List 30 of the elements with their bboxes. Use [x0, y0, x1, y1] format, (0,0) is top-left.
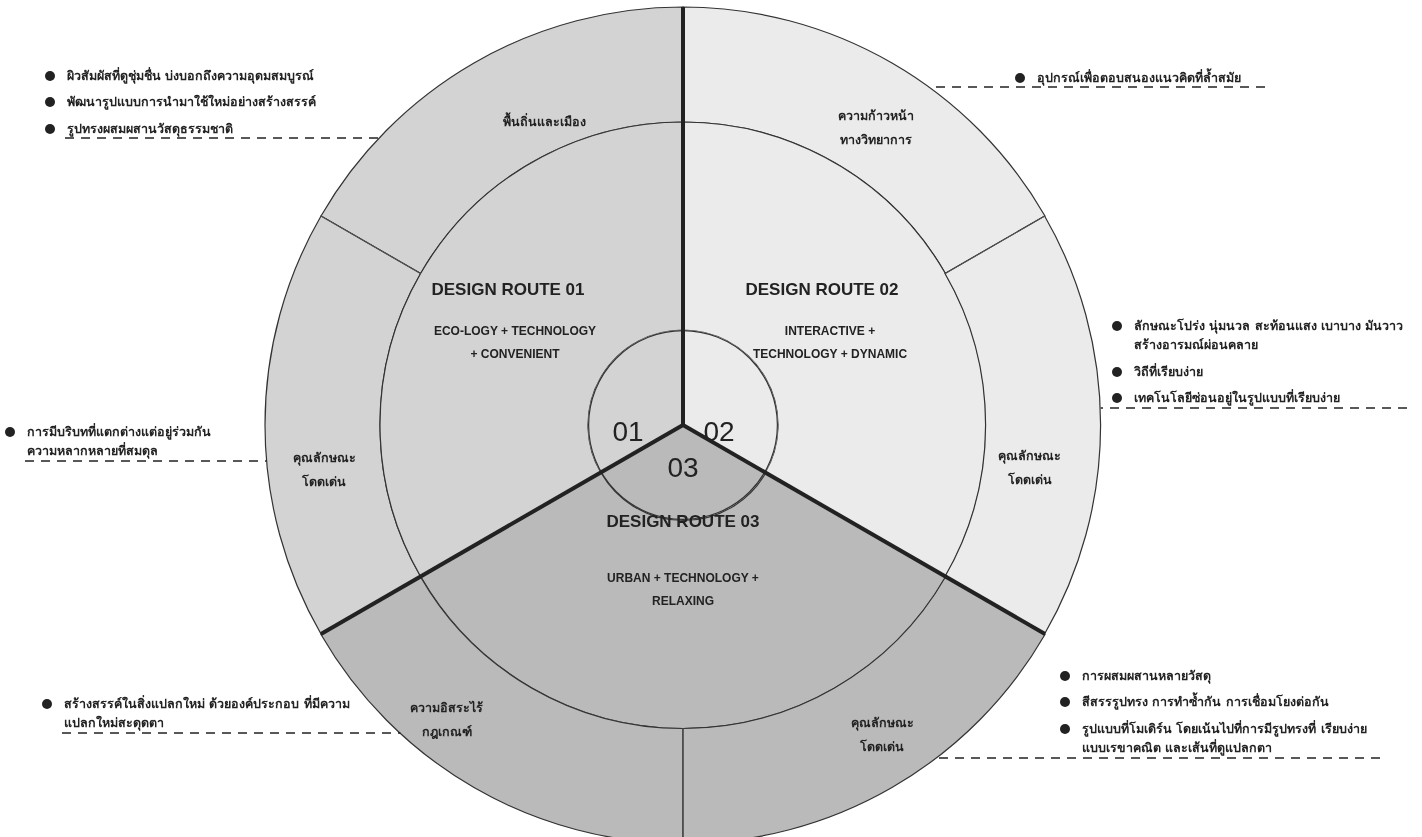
bullet-text: วิถีที่เรียบง่าย — [1134, 362, 1203, 381]
segment-label: คุณลักษณะ โดดเด่น — [291, 449, 357, 491]
bullet-text: รูปแบบที่โมเดิร์น โดยเน้นไปที่การมีรูปทรงที่ เรียบง่าย แบบเรขาคณิต และเส้นที่ดูแปลกตา — [1082, 719, 1368, 758]
bullet-text: ผิวสัมผัสที่ดูชุ่มชื่น บ่งบอกถึงความอุดมสมบูรณ์ — [67, 66, 315, 86]
leader-line — [24, 460, 268, 462]
bullet-text: เทคโนโลยีซ่อนอยู่ในรูปแบบที่เรียบง่าย — [1134, 388, 1340, 408]
route-title: DESIGN ROUTE 02 — [745, 278, 899, 301]
bullet-text: รูปทรงผสมผสานวัสดุธรรมชาติ — [67, 119, 233, 139]
route-number: 03 — [667, 454, 699, 482]
route-number: 01 — [612, 418, 644, 446]
leader-line — [61, 732, 402, 734]
route-keywords: INTERACTIVE + TECHNOLOGY + DYNAMIC — [752, 323, 908, 363]
segment-label: คุณลักษณะ โดดเด่น — [997, 447, 1063, 489]
leader-line — [1100, 407, 1408, 409]
route-title: DESIGN ROUTE 01 — [431, 278, 585, 301]
route-keywords: ECO-LOGY + TECHNOLOGY + CONVENIENT — [432, 323, 598, 363]
bullet-text: อุปกรณ์เพื่อตอบสนองแนวคิดที่ล้ำสมัย — [1037, 68, 1241, 88]
segment-label: ความอิสระไร้ กฎเกณฑ์ — [409, 699, 485, 741]
bullet-text: สร้างสรรค์ในสิ่งแปลกใหม่ ด้วยองค์ประกอบ ที่มีความแปลกใหม่สะดุดตา — [64, 694, 351, 733]
segment-label: คุณลักษณะ โดดเด่น — [849, 714, 915, 756]
segment-label: พื้นถิ่นและเมือง — [503, 111, 587, 132]
bullet-text: พัฒนารูปแบบการนำมาใช้ใหม่อย่างสร้างสรรค์ — [67, 93, 316, 112]
bullet-text: การผสมผสานหลายวัสดุ — [1082, 667, 1211, 686]
leader-line — [64, 137, 380, 139]
bullet-text: สีสรรรูปทรง การทำซ้ำกัน การเชื่อมโยงต่อกัน — [1082, 692, 1329, 712]
route-keywords: URBAN + TECHNOLOGY + RELAXING — [606, 570, 760, 610]
segment-label: ความก้าวหน้า ทางวิทยาการ — [837, 107, 915, 149]
bullet-text: ลักษณะโปร่ง นุ่มนวล สะท้อนแสง เบาบาง มันวาว สร้างอารมณ์ผ่อนคลาย — [1134, 317, 1405, 355]
route-title: DESIGN ROUTE 03 — [606, 510, 760, 533]
bullet-text: การมีบริบทที่แตกต่างแต่อยู่ร่วมกัน ความหลากหลายที่สมดุล — [27, 422, 212, 461]
